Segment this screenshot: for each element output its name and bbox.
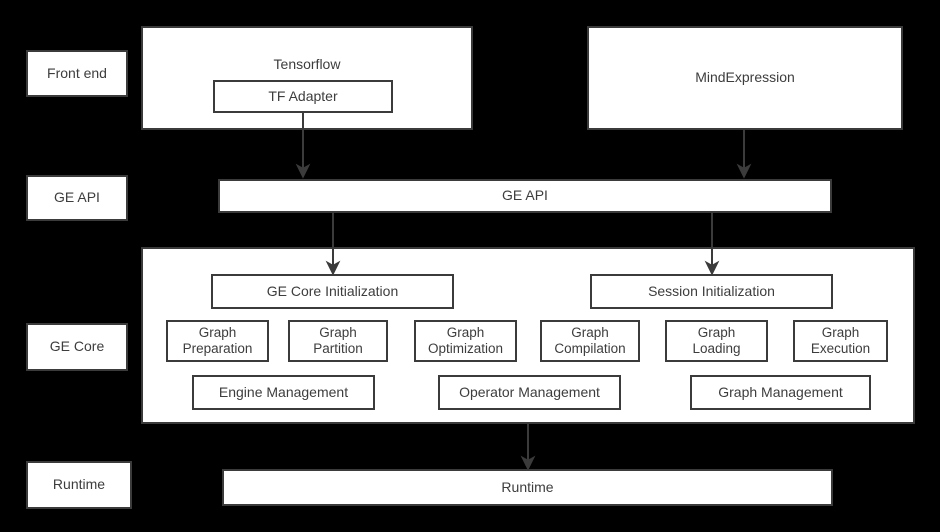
- graph-partition-box: Graph Partition: [288, 320, 388, 362]
- graph-execution-box: Graph Execution: [793, 320, 888, 362]
- mindexpression-container: MindExpression: [587, 26, 903, 130]
- graph-management-box: Graph Management: [690, 375, 871, 410]
- runtime-bar: Runtime: [222, 469, 833, 506]
- layer-label-ge-core: GE Core: [26, 323, 128, 371]
- engine-management-box: Engine Management: [192, 375, 375, 410]
- layer-label-front-end: Front end: [26, 50, 128, 97]
- layer-label-ge-api: GE API: [26, 175, 128, 221]
- layer-label-runtime: Runtime: [26, 461, 132, 509]
- graph-loading-box: Graph Loading: [665, 320, 768, 362]
- graph-preparation-box: Graph Preparation: [166, 320, 269, 362]
- ge-core-initialization-box: GE Core Initialization: [211, 274, 454, 309]
- operator-management-box: Operator Management: [438, 375, 621, 410]
- tf-adapter-box: TF Adapter: [213, 80, 393, 113]
- session-initialization-box: Session Initialization: [590, 274, 833, 309]
- tensorflow-container: Tensorflow: [141, 26, 473, 130]
- graph-optimization-box: Graph Optimization: [414, 320, 517, 362]
- ge-api-bar: GE API: [218, 179, 832, 213]
- graph-compilation-box: Graph Compilation: [540, 320, 640, 362]
- tensorflow-title: Tensorflow: [273, 56, 341, 72]
